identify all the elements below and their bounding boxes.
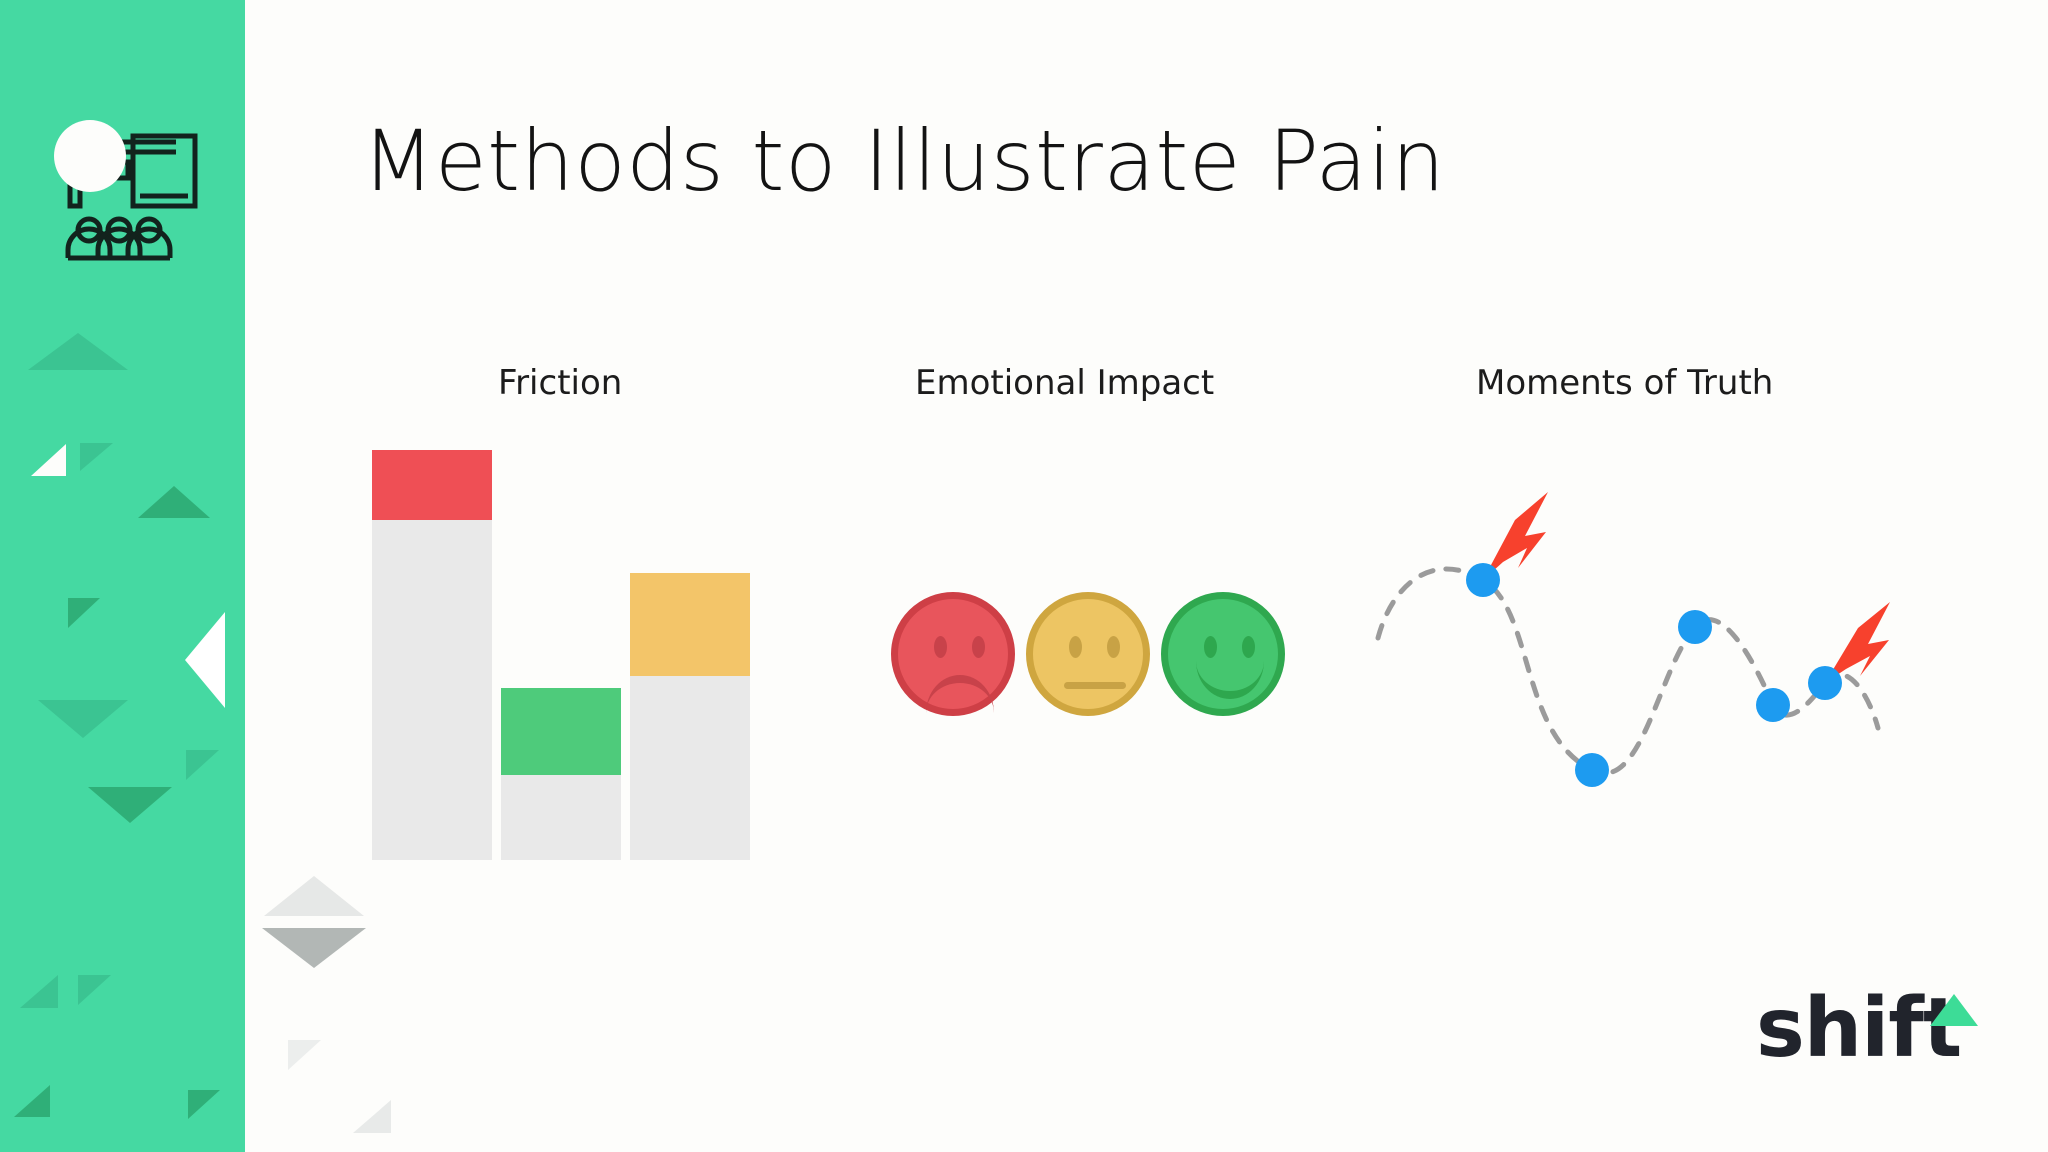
face-eye-left (1069, 636, 1082, 658)
bar-track-3 (630, 573, 750, 860)
triangle-decor-11 (78, 975, 111, 1005)
face-eye-left (934, 636, 947, 658)
bar-fill-3 (630, 573, 750, 676)
triangle-decor-13 (188, 1090, 220, 1119)
shift-logo[interactable]: shift (1756, 981, 1978, 1076)
triangle-decor-7 (38, 700, 128, 738)
journey-point-5[interactable] (1808, 666, 1842, 700)
moments-of-truth-journey-map (1370, 480, 1930, 810)
friction-bar-chart (372, 450, 772, 860)
gray-triangle-decor-2 (262, 928, 366, 968)
gray-triangle-decor-3 (288, 1040, 321, 1070)
smiling-face-icon (1161, 592, 1285, 716)
face-eye-right (972, 636, 985, 658)
bar-fill-2 (501, 688, 621, 775)
face-eye-left (1204, 636, 1217, 658)
face-mouth-frown (926, 675, 994, 713)
journey-point-1[interactable] (1466, 563, 1500, 597)
journey-map-svg (1375, 492, 1890, 787)
icon-backdrop-circle (54, 120, 126, 192)
face-eye-right (1242, 636, 1255, 658)
gray-triangle-decor-1 (264, 876, 364, 916)
frowning-face-icon (891, 592, 1015, 716)
logo-wordmark: shift (1756, 981, 1962, 1076)
neutral-face-icon (1026, 592, 1150, 716)
column-header-emotional-impact: Emotional Impact (915, 363, 1215, 403)
gray-triangle-decor-4 (353, 1100, 391, 1133)
triangle-decor-9 (88, 787, 172, 823)
journey-point-3[interactable] (1678, 610, 1712, 644)
bar-track-2 (501, 688, 621, 860)
face-mouth-neutral (1064, 682, 1126, 689)
column-header-moments-of-truth: Moments of Truth (1476, 363, 1774, 403)
presentation-training-icon (48, 118, 198, 263)
triangle-decor-6 (185, 612, 225, 708)
triangle-decor-3 (80, 443, 113, 471)
face-mouth-smile (1196, 661, 1264, 699)
triangle-decor-12 (14, 1085, 50, 1117)
journey-point-4[interactable] (1756, 688, 1790, 722)
bar-fill-1 (372, 450, 492, 520)
triangle-decor-4 (138, 486, 210, 518)
page-title: Methods to Illustrate Pain (362, 112, 1446, 210)
triangle-decor-5 (68, 598, 100, 628)
bar-track-1 (372, 450, 492, 860)
logo-triangle-icon (1930, 994, 1978, 1026)
column-header-friction: Friction (498, 363, 623, 403)
triangle-decor-2 (31, 444, 66, 476)
face-eye-right (1107, 636, 1120, 658)
journey-point-2[interactable] (1575, 753, 1609, 787)
journey-path (1375, 566, 1881, 776)
lightning-bolt-icon (1483, 492, 1548, 580)
lightning-bolt-icon (1825, 602, 1890, 683)
triangle-decor-10 (20, 975, 58, 1008)
sidebar (0, 0, 245, 1152)
triangle-decor-1 (28, 333, 128, 370)
triangle-decor-8 (186, 750, 219, 780)
